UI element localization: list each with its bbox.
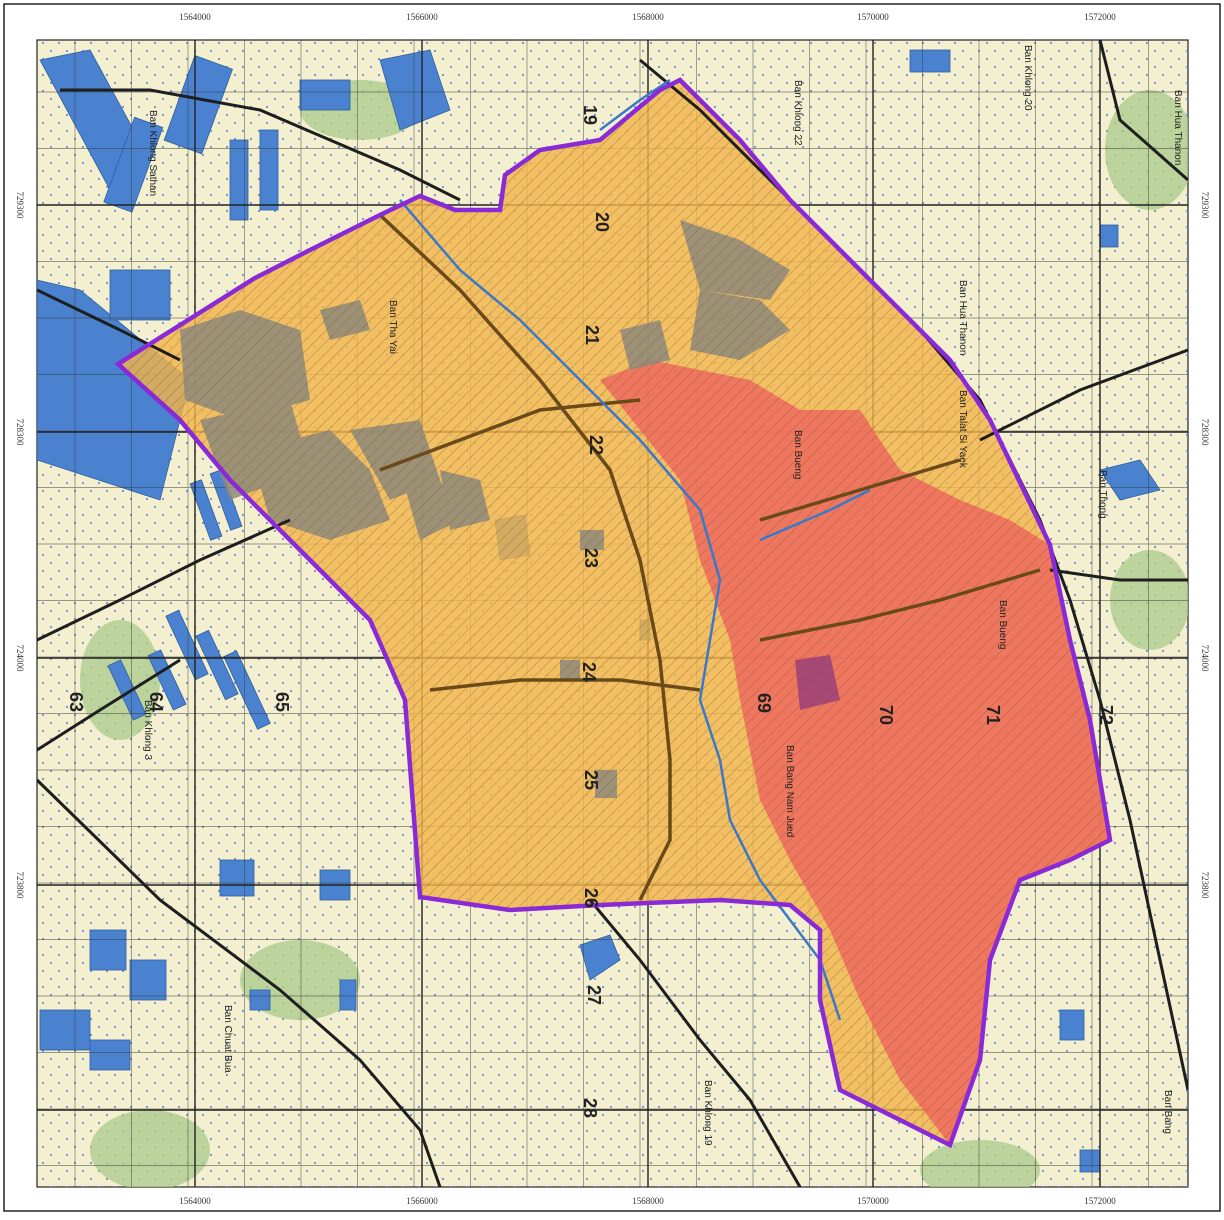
study-area-boundary <box>114 77 1113 1149</box>
coord-label-left: 729300 <box>15 191 25 219</box>
coord-label-bottom: 1566000 <box>406 1196 438 1206</box>
grid-number: 70 <box>876 705 896 725</box>
grid-number: 27 <box>584 985 604 1005</box>
roads <box>37 40 1188 1187</box>
coord-label-bottom: 1572000 <box>1084 1196 1116 1206</box>
coord-label-bottom: 1564000 <box>179 1196 211 1206</box>
village-label: Ban Bueng <box>997 600 1008 650</box>
village-label: Ban Bang Nam Jued <box>784 745 795 837</box>
village-label: Ban Chuat Bua <box>222 1005 233 1073</box>
main-road <box>378 213 1041 901</box>
coord-label-left: 723800 <box>15 871 25 899</box>
grid-number: 23 <box>581 548 601 568</box>
grid-number: 69 <box>754 693 774 713</box>
grid-number: 20 <box>592 212 612 232</box>
coord-label-top: 1568000 <box>632 12 664 22</box>
village-label: Ban Hua Thanon <box>957 280 968 355</box>
village-label: Ban Hua Thanon <box>1172 90 1183 165</box>
village-label: Ban Khlong 19 <box>702 1080 713 1146</box>
village-label: Ban Thong <box>1097 470 1108 519</box>
grid-number: 72 <box>1096 705 1116 725</box>
grid-number: 26 <box>581 888 601 908</box>
village-label: Ban Bang <box>1162 1090 1173 1134</box>
grid-number: 63 <box>66 692 86 712</box>
coord-label-bottom: 1570000 <box>857 1196 889 1206</box>
coord-label-top: 1566000 <box>406 12 438 22</box>
village-labels: Ban Khlong 20 Ban Khlong 22 Ban Hua Thanon… <box>142 45 1198 1146</box>
grid-number: 71 <box>983 705 1003 725</box>
canal <box>399 78 871 1021</box>
grid-number: 24 <box>579 662 599 682</box>
coord-label-top: 1570000 <box>857 12 889 22</box>
village-label: Ban Khlong Sathan <box>147 110 158 196</box>
coord-label-top: 1572000 <box>1084 12 1116 22</box>
grid-number: 25 <box>581 770 601 790</box>
hatch-overlay <box>118 80 1110 1145</box>
coord-label-right: 728300 <box>1200 418 1210 446</box>
grid-number: 21 <box>582 325 602 345</box>
village-label: Ban Khlong 20 <box>1022 45 1033 111</box>
village-label: Ban Nong Bua <box>1187 860 1198 925</box>
coord-label-left: 724000 <box>15 644 25 672</box>
grid-number-labels: 19 20 21 22 23 24 25 26 27 28 63 64 65 69 70 71 72 <box>66 105 1116 1118</box>
coord-label-top: 1564000 <box>179 12 211 22</box>
village-label: Ban Bueng <box>792 430 803 480</box>
coord-label-bottom: 1568000 <box>632 1196 664 1206</box>
grid-number: 28 <box>580 1098 600 1118</box>
coord-label-right: 723800 <box>1200 871 1210 899</box>
coord-label-left: 728300 <box>15 418 25 446</box>
village-label: Ban Talat Si Yaek <box>957 390 968 469</box>
grid-number: 64 <box>146 692 166 712</box>
coord-label-right: 724000 <box>1200 644 1210 672</box>
village-label: Ban Khlong 22 <box>792 80 803 146</box>
village-label: Ban Tha Yai <box>387 300 398 354</box>
village-label: Ban Khlong 3 <box>142 700 153 760</box>
grid-number: 19 <box>580 105 600 125</box>
coord-label-right: 729300 <box>1200 191 1210 219</box>
grid-number: 65 <box>272 692 292 712</box>
grid-number: 22 <box>586 435 606 455</box>
